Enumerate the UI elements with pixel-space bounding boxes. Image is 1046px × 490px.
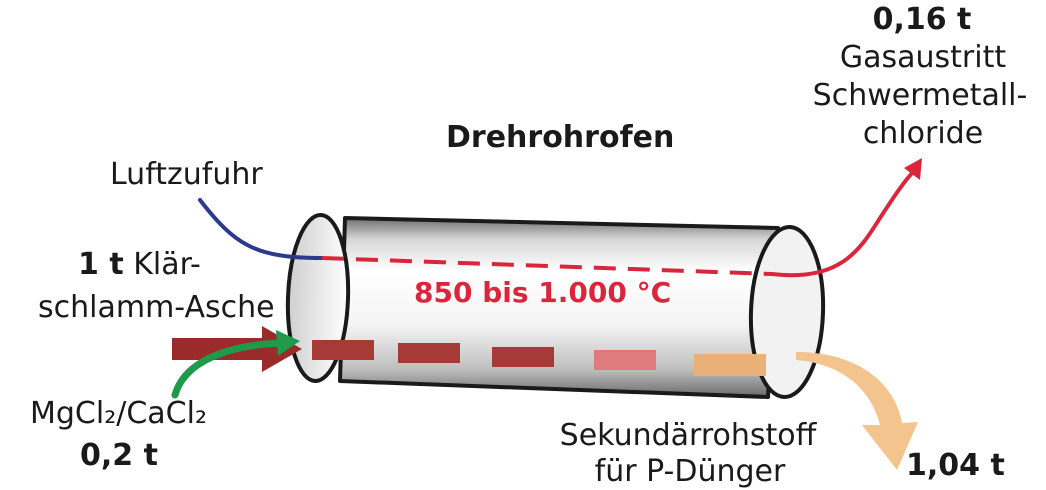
additive-amount: 0,2 t (80, 438, 158, 473)
material-block (312, 340, 374, 360)
gas-amount: 0,16 t (872, 2, 972, 37)
gas-label-line1: Gasaustritt (839, 40, 1007, 75)
gas-label-line2: Schwermetall- (812, 78, 1028, 113)
product-amount: 1,04 t (906, 448, 1005, 483)
ash-amount: 1 t (78, 247, 124, 282)
air-supply-label: Luftzufuhr (110, 157, 263, 192)
additive-input-curve (171, 339, 286, 399)
product-label-line2: für P-Dünger (594, 454, 786, 489)
ash-input-label-line2: schlamm-Asche (38, 290, 275, 325)
product-label-line1: Sekundärrohstoff (559, 418, 817, 453)
ash-input-label-line1: 1 t Klär- (78, 247, 201, 282)
additive-formula: MgCl₂/CaCl₂ (30, 396, 207, 431)
diagram-title: Drehrohrofen (446, 120, 675, 155)
material-block (694, 354, 766, 376)
gas-exit-line (770, 168, 917, 278)
product-output-arrow (796, 352, 918, 470)
ash-label-part1: Klär- (133, 247, 201, 282)
gas-exit-arrowhead (904, 158, 922, 180)
material-block (594, 350, 656, 370)
additive-input-arrowhead (276, 330, 300, 356)
temperature-label: 850 bis 1.000 °C (414, 276, 672, 309)
gas-label-line3: chloride (862, 116, 984, 151)
material-block (492, 347, 554, 367)
gas-path-dashed (321, 256, 773, 276)
air-supply-line (198, 198, 324, 260)
material-block (398, 343, 460, 363)
